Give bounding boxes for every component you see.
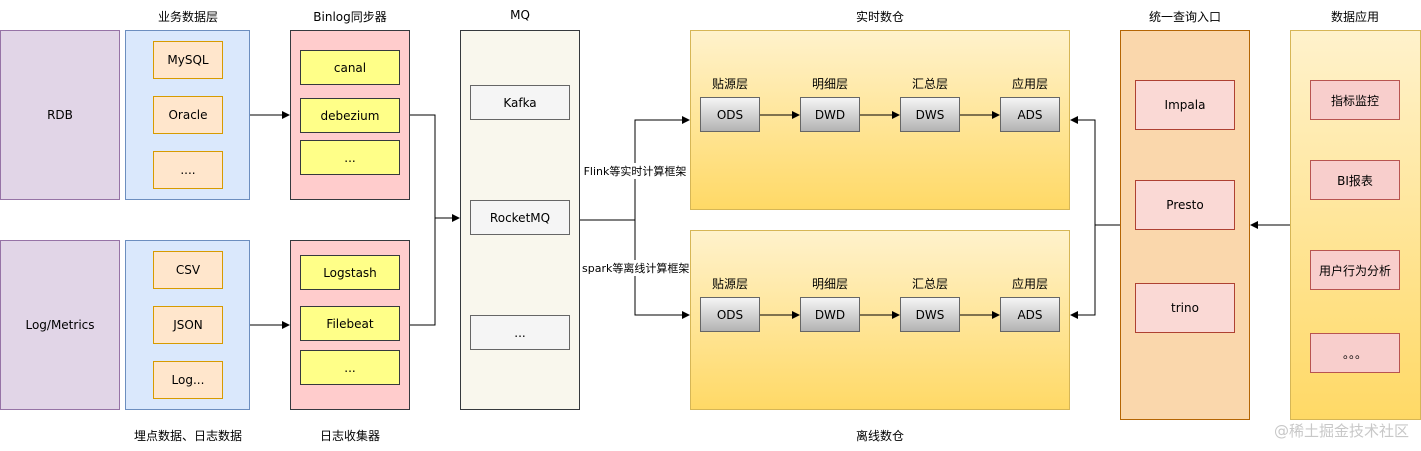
header-mq: MQ (510, 8, 530, 22)
rt-layer-title-ads: 应用层 (1011, 77, 1048, 91)
db-more: .... (153, 151, 223, 189)
off-layer-title-dwd: 明细层 (811, 277, 848, 291)
app-bi-report: BI报表 (1310, 160, 1400, 200)
header-query-entry: 统一查询入口 (1148, 10, 1221, 24)
edge-collector-to-mq (410, 218, 436, 326)
format-csv: CSV (153, 251, 223, 289)
edge-mq-to-offline (634, 220, 690, 319)
mq-more: ... (470, 315, 570, 350)
edge-query-to-offline (1070, 225, 1096, 319)
app-metric-monitor: 指标监控 (1310, 80, 1400, 120)
off-node-dwd: DWD (800, 297, 860, 332)
off-layer-title-ods: 贴源层 (711, 277, 748, 291)
off-layer-title-ads: 应用层 (1011, 277, 1048, 291)
header-binlog-sync: Binlog同步器 (313, 10, 387, 24)
engine-trino: trino (1135, 283, 1235, 333)
watermark: @稀土掘金技术社区 (1273, 422, 1409, 440)
db-mysql: MySQL (153, 41, 223, 79)
app-user-behavior: 用户行为分析 (1310, 250, 1400, 290)
rt-layer-title-ods: 贴源层 (711, 77, 748, 91)
header-offline-dw: 离线数仓 (855, 429, 904, 443)
header-realtime-dw: 实时数仓 (855, 10, 904, 24)
rt-node-dws: DWS (900, 97, 960, 132)
tool-logstash: Logstash (300, 255, 400, 290)
off-node-dws: DWS (900, 297, 960, 332)
off-node-ads: ADS (1000, 297, 1060, 332)
off-node-ods: ODS (700, 297, 760, 332)
edge-query-to-realtime (1070, 116, 1120, 226)
rt-node-ods: ODS (700, 97, 760, 132)
rt-layer-title-dwd: 明细层 (811, 77, 848, 91)
format-log: Log... (153, 361, 223, 399)
rt-layer-title-dws: 汇总层 (911, 77, 948, 91)
source-log-metrics: Log/Metrics (0, 240, 120, 410)
edge-label-spark: spark等离线计算框架 (582, 260, 690, 276)
header-tracking-log: 埋点数据、日志数据 (133, 429, 242, 443)
tool-binlog-more: ... (300, 140, 400, 175)
edge-binlog-to-mq (410, 114, 460, 222)
rt-node-dwd: DWD (800, 97, 860, 132)
header-biz-layer: 业务数据层 (157, 10, 218, 24)
rt-node-ads: ADS (1000, 97, 1060, 132)
header-log-collector: 日志收集器 (319, 429, 380, 443)
engine-impala: Impala (1135, 80, 1235, 130)
tool-debezium: debezium (300, 98, 400, 133)
app-more: 。。。 (1310, 333, 1400, 373)
header-data-app: 数据应用 (1330, 10, 1379, 24)
off-layer-title-dws: 汇总层 (911, 277, 948, 291)
tool-filebeat: Filebeat (300, 306, 400, 341)
engine-presto: Presto (1135, 180, 1235, 230)
tool-log-more: ... (300, 350, 400, 385)
mq-kafka: Kafka (470, 85, 570, 120)
tool-canal: canal (300, 50, 400, 85)
mq-rocketmq: RocketMQ (470, 200, 570, 235)
format-json: JSON (153, 306, 223, 344)
db-oracle: Oracle (153, 96, 223, 134)
source-rdb: RDB (0, 30, 120, 200)
edge-label-flink: Flink等实时计算框架 (582, 163, 688, 179)
